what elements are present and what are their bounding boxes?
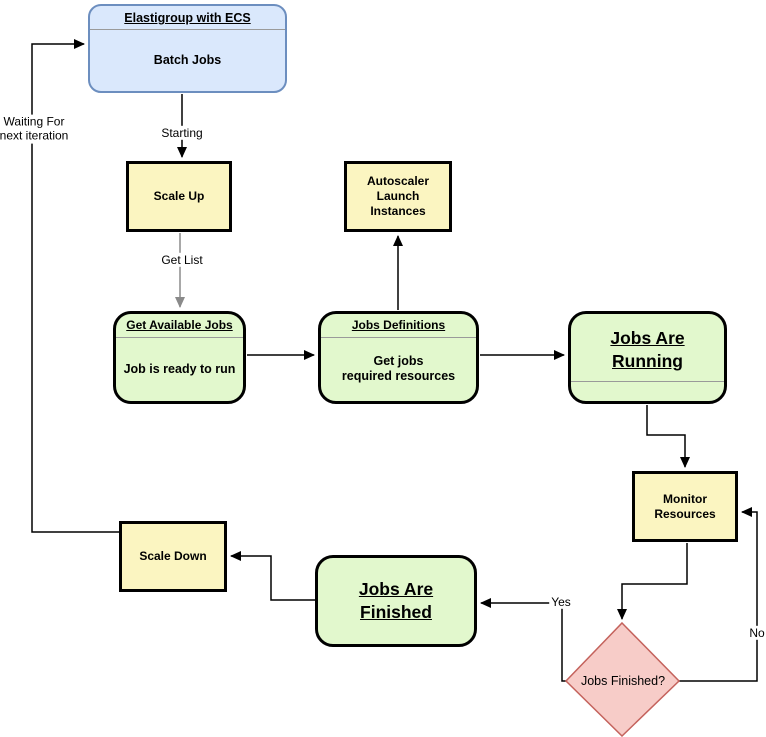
edge-label-starting: Starting	[159, 125, 205, 141]
node-title: Get Available Jobs	[126, 318, 233, 332]
node-divider	[321, 336, 476, 338]
node-divider	[116, 336, 243, 338]
node-title: Jobs Are Finished	[358, 579, 434, 622]
node-jobs-are-running: Jobs Are Running	[568, 311, 727, 404]
node-jobs-definitions: Jobs Definitions Get jobs required resou…	[318, 311, 479, 404]
node-get-available-jobs: Get Available Jobs Job is ready to run	[113, 311, 246, 404]
node-title: Elastigroup with ECS	[124, 11, 251, 25]
node-body-text: Batch Jobs	[153, 53, 222, 68]
node-scale-up: Scale Up	[126, 161, 232, 232]
node-title: Jobs Definitions	[351, 318, 446, 332]
node-elastigroup-batch-jobs: Elastigroup with ECS Batch Jobs	[88, 4, 287, 93]
edge-label-get-list: Get List	[159, 252, 205, 268]
node-title: Jobs Are Running	[610, 327, 685, 371]
edge-running-to-monitor	[646, 405, 690, 468]
node-label: Monitor Resources	[654, 491, 716, 521]
node-body-text: Job is ready to run	[123, 361, 236, 376]
edge-label-no: No	[747, 625, 766, 641]
edge-finished-to-scaledown	[230, 551, 315, 601]
node-body-text: Get jobs required resources	[341, 354, 456, 384]
edge-yes	[480, 598, 567, 682]
node-label: Scale Up	[153, 189, 205, 203]
node-label: Autoscaler Launch Instances	[366, 174, 430, 218]
edge-label-waiting: Waiting For next iteration	[0, 114, 71, 144]
edge-label-yes: Yes	[549, 594, 573, 610]
node-divider	[571, 381, 724, 382]
edge-monitor-to-decision	[617, 543, 688, 620]
node-scale-down: Scale Down	[119, 521, 227, 592]
decision-diamond-label: Jobs Finished?	[580, 674, 666, 688]
node-empty-body	[571, 382, 724, 401]
node-monitor-resources: Monitor Resources	[632, 471, 738, 542]
node-divider	[90, 29, 285, 31]
node-autoscaler-launch-instances: Autoscaler Launch Instances	[344, 161, 452, 232]
node-label: Scale Down	[139, 549, 207, 563]
node-jobs-are-finished: Jobs Are Finished	[315, 555, 477, 647]
